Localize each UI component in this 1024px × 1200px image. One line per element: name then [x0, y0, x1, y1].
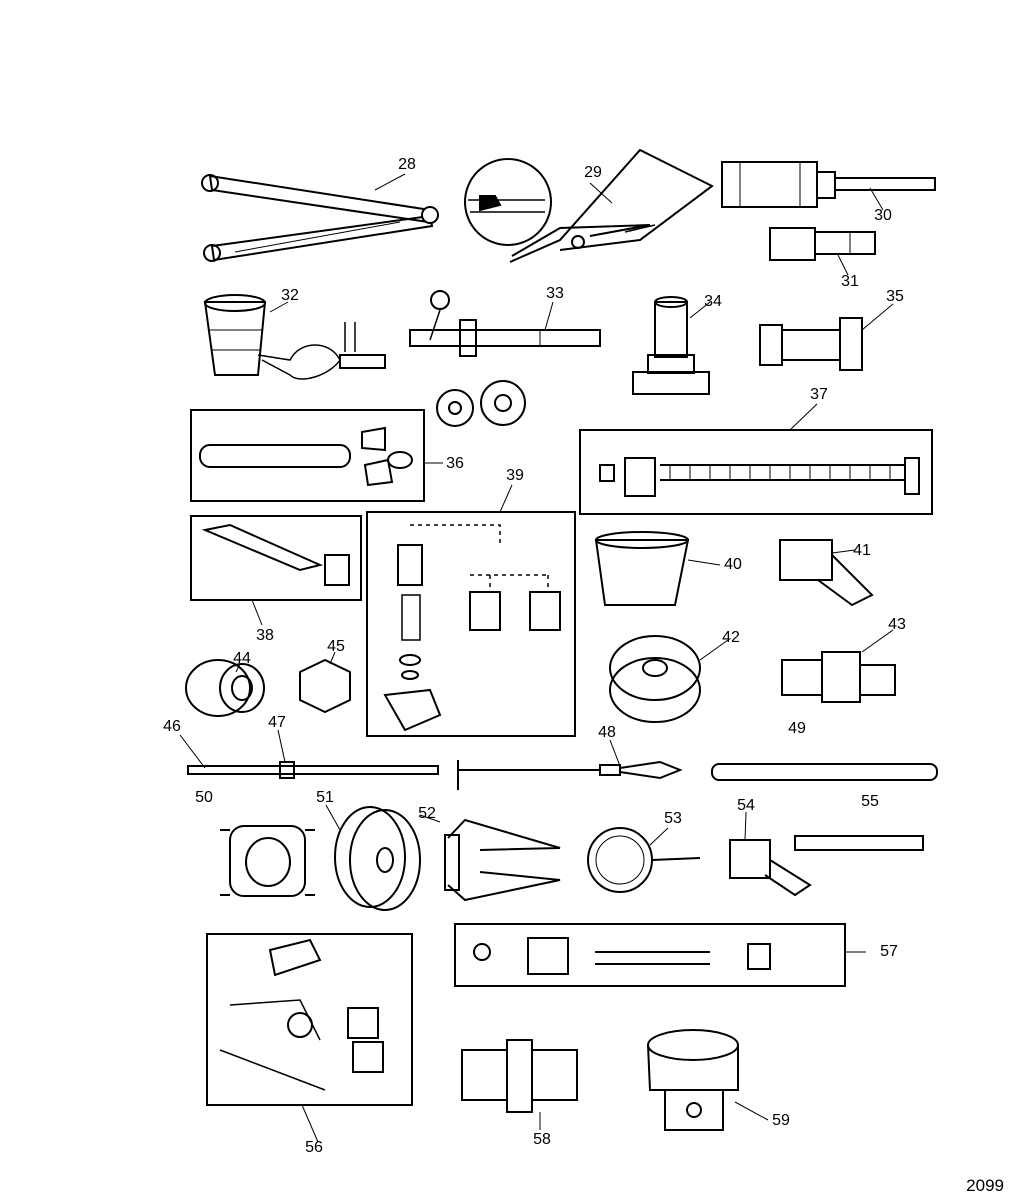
tool-49-rod	[712, 764, 937, 780]
callout-29: 29	[584, 164, 602, 181]
tool-54-clamp	[730, 840, 810, 895]
callout-52: 52	[418, 805, 436, 822]
callout-40: 40	[724, 556, 742, 573]
figure-number: 2099	[966, 1176, 1004, 1195]
callout-51: 51	[316, 789, 334, 806]
callout-28: 28	[398, 156, 416, 173]
callout-43: 43	[888, 616, 906, 633]
tool-56-kit	[207, 934, 412, 1105]
callout-32: 32	[281, 287, 299, 304]
callout-47: 47	[268, 714, 286, 731]
callout-44: 44	[233, 650, 251, 667]
tool-57-kit	[455, 924, 845, 986]
tool-38-sleeve-kit	[191, 516, 361, 600]
callout-53: 53	[664, 810, 682, 827]
callout-30: 30	[874, 207, 892, 224]
callout-37: 37	[810, 386, 828, 403]
callout-54: 54	[737, 797, 755, 814]
tool-51-puller-plate	[335, 807, 420, 910]
tool-44-nut	[186, 660, 264, 716]
callout-39: 39	[506, 467, 524, 484]
tool-52-pliers	[445, 820, 560, 900]
tool-28-spanner-wrench	[202, 175, 438, 261]
tool-29-snap-ring-pliers	[465, 150, 712, 262]
callout-41: 41	[853, 542, 871, 559]
callout-50: 50	[195, 789, 213, 806]
tool-32-vacuum-cup	[205, 295, 385, 379]
tool-58-coupling	[462, 1040, 577, 1112]
tool-48-probe	[458, 760, 680, 790]
tool-41-clamp	[780, 540, 872, 605]
callout-46: 46	[163, 718, 181, 735]
tool-42-disk	[610, 636, 700, 722]
tool-34-bearing-driver	[633, 297, 709, 394]
callout-49: 49	[788, 720, 806, 737]
callout-55: 55	[861, 793, 879, 810]
callout-31: 31	[841, 273, 859, 290]
tool-43-mandrel	[782, 652, 895, 702]
tool-40-cup	[596, 532, 688, 605]
tool-31-adapter	[770, 228, 875, 260]
callout-35: 35	[886, 288, 904, 305]
tool-50-bearing-separator	[220, 826, 315, 896]
callout-48: 48	[598, 724, 616, 741]
callout-56: 56	[305, 1139, 323, 1156]
callout-leaders	[180, 174, 893, 1142]
callout-38: 38	[256, 627, 274, 644]
callout-58: 58	[533, 1131, 551, 1148]
tool-59-cap	[648, 1030, 738, 1130]
callout-57: 57	[880, 943, 898, 960]
tool-36-kit	[191, 410, 424, 501]
callout-45: 45	[327, 638, 345, 655]
tool-37-threaded-puller	[580, 430, 932, 514]
callout-36: 36	[446, 455, 464, 472]
tool-33-puller-shaft	[410, 291, 600, 426]
callout-33: 33	[546, 285, 564, 302]
tool-55-threaded-insert	[795, 836, 923, 850]
tool-53-dial-indicator	[588, 828, 700, 892]
tool-35-sleeve-driver	[760, 318, 862, 370]
tool-39-valve-kit	[367, 512, 575, 736]
callout-34: 34	[704, 293, 722, 310]
callout-42: 42	[722, 629, 740, 646]
tool-45-hex-coupler	[300, 660, 350, 712]
tool-30-adapter	[722, 162, 935, 207]
tool-46-47-threaded-rod	[188, 762, 438, 778]
callout-59: 59	[772, 1112, 790, 1129]
